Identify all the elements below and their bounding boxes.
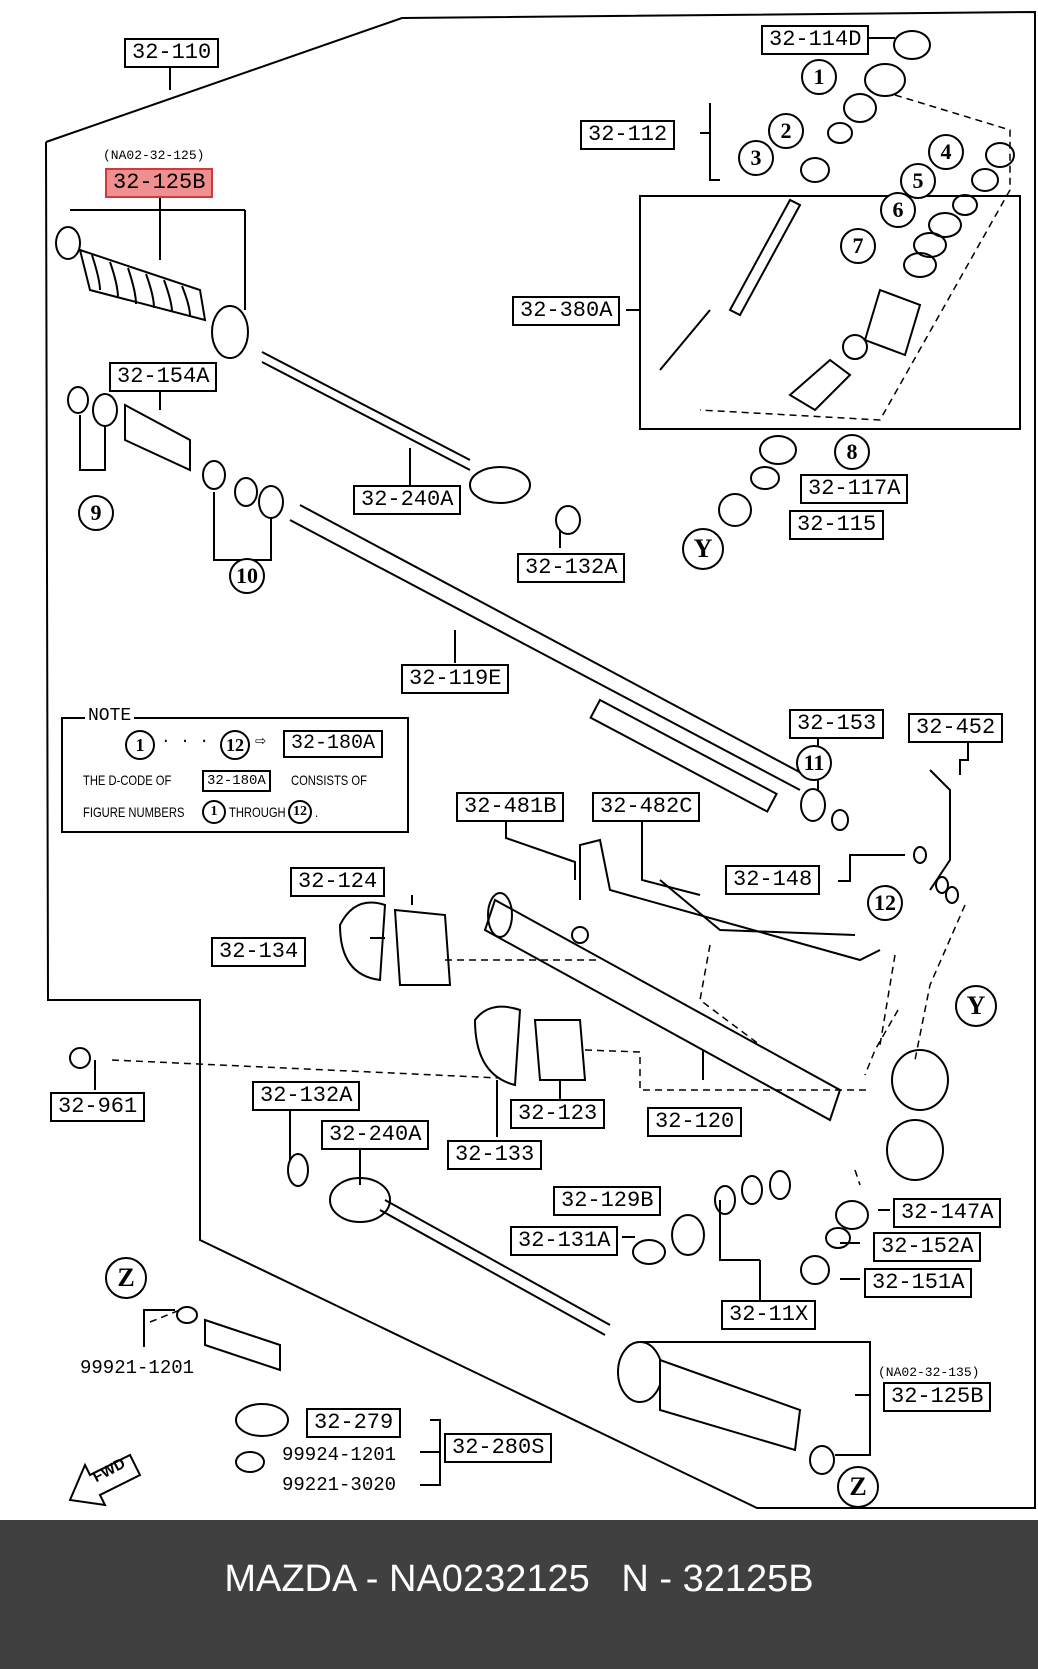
part-label-32-280s[interactable]: 32-280S	[444, 1433, 553, 1463]
callout-z-right[interactable]: Z	[837, 1466, 879, 1508]
part-label-32-147a[interactable]: 32-147A	[893, 1198, 1002, 1228]
part-label-32-115[interactable]: 32-115	[789, 510, 885, 540]
callout-11[interactable]: 11	[796, 745, 832, 781]
callout-2[interactable]: 2	[768, 113, 804, 149]
part-label-32-134[interactable]: 32-134	[211, 937, 307, 967]
note-dots: · · ·	[161, 732, 210, 750]
part-label-32-123[interactable]: 32-123	[510, 1099, 606, 1129]
part-label-32-125b-bottom[interactable]: 32-125B	[883, 1382, 992, 1412]
callout-9[interactable]: 9	[78, 495, 114, 531]
note-start-callout: 1	[125, 730, 155, 760]
part-label-32-133[interactable]: 32-133	[447, 1140, 543, 1170]
part-label-32-129b[interactable]: 32-129B	[553, 1186, 662, 1216]
part-label-32-11x[interactable]: 32-11X	[721, 1300, 817, 1330]
callout-y-lower[interactable]: Y	[955, 985, 997, 1027]
callout-4[interactable]: 4	[928, 134, 964, 170]
boot-top-drawing	[55, 226, 249, 359]
part-label-32-452[interactable]: 32-452	[908, 713, 1004, 743]
callout-10[interactable]: 10	[229, 558, 265, 594]
note-line2-end: 12	[288, 800, 312, 824]
part-label-99221-3020[interactable]: 99221-3020	[282, 1474, 397, 1496]
callout-6[interactable]: 6	[880, 192, 916, 228]
note-title: NOTE	[85, 706, 135, 726]
note-line2-start: 1	[202, 800, 226, 824]
callout-3[interactable]: 3	[738, 140, 774, 176]
part-label-99924-1201[interactable]: 99924-1201	[282, 1444, 397, 1466]
part-label-32-961[interactable]: 32-961	[50, 1092, 146, 1122]
note-line2-dot: .	[315, 804, 319, 820]
note-line1-code[interactable]: 32-180A	[202, 770, 271, 792]
callout-z-left[interactable]: Z	[105, 1257, 147, 1299]
part-label-32-112[interactable]: 32-112	[580, 120, 676, 150]
note-box: NOTE 1 · · · 12 ⇨ 32-180A THE D-CODE OF …	[61, 706, 409, 833]
part-note-na02-32-135: (NA02-32-135)	[878, 1365, 980, 1380]
part-note-na02-32-125: (NA02-32-125)	[103, 148, 205, 163]
part-label-32-153[interactable]: 32-153	[789, 709, 885, 739]
part-label-32-124[interactable]: 32-124	[290, 867, 386, 897]
note-line1-suffix: CONSISTS OF	[291, 772, 367, 788]
callout-7[interactable]: 7	[840, 228, 876, 264]
part-label-32-131a[interactable]: 32-131A	[510, 1226, 619, 1256]
part-label-32-114d[interactable]: 32-114D	[761, 25, 870, 55]
outer-frame	[45, 10, 1036, 1509]
caption-bar: MAZDA - NA0232125 N - 32125B	[0, 1520, 1038, 1669]
part-label-32-154a[interactable]: 32-154A	[109, 362, 218, 392]
callout-8[interactable]: 8	[834, 434, 870, 470]
callout-y-upper[interactable]: Y	[682, 528, 724, 570]
part-label-32-125b-highlighted[interactable]: 32-125B	[105, 168, 214, 198]
sub-assembly-frame	[639, 195, 1021, 430]
part-label-32-132a-bottom[interactable]: 32-132A	[252, 1081, 361, 1111]
note-line1-prefix: THE D-CODE OF	[83, 772, 172, 788]
part-label-32-110[interactable]: 32-110	[124, 38, 220, 68]
part-label-32-482c[interactable]: 32-482C	[592, 792, 701, 822]
part-label-32-117a[interactable]: 32-117A	[800, 474, 909, 504]
note-arrow: ⇨	[255, 732, 266, 752]
callout-1[interactable]: 1	[801, 59, 837, 95]
note-target-code[interactable]: 32-180A	[283, 730, 384, 758]
part-label-32-481b[interactable]: 32-481B	[456, 792, 565, 822]
diagram-drawing	[45, 10, 1036, 1509]
note-line2-mid: THROUGH	[229, 804, 286, 820]
part-label-32-148[interactable]: 32-148	[725, 865, 821, 895]
part-label-32-380a[interactable]: 32-380A	[512, 296, 621, 326]
part-label-32-151a[interactable]: 32-151A	[864, 1268, 973, 1298]
note-line2-prefix: FIGURE NUMBERS	[83, 804, 185, 820]
callout-12[interactable]: 12	[867, 885, 903, 921]
part-label-32-240a-top[interactable]: 32-240A	[353, 485, 462, 515]
part-caption: MAZDA - NA0232125 N - 32125B	[224, 1558, 814, 1600]
part-label-99921-1201[interactable]: 99921-1201	[80, 1357, 195, 1379]
part-label-32-279[interactable]: 32-279	[306, 1408, 402, 1438]
note-end-callout: 12	[220, 730, 250, 760]
part-label-32-132a-top[interactable]: 32-132A	[517, 553, 626, 583]
part-label-32-240a-bottom[interactable]: 32-240A	[321, 1120, 430, 1150]
part-label-32-152a[interactable]: 32-152A	[873, 1232, 982, 1262]
part-label-32-119e[interactable]: 32-119E	[401, 664, 510, 694]
part-label-32-120[interactable]: 32-120	[647, 1107, 743, 1137]
steering-gear-exploded-diagram: 32-110 32-114D 32-112 (NA02-32-125) 32-1…	[45, 10, 1036, 1509]
